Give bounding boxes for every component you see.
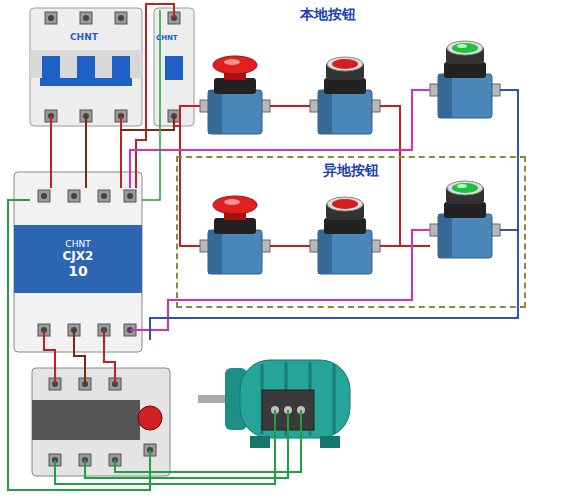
node-text: 10 [68,263,87,279]
remote-buttons [200,181,500,274]
brand-mark: CHNT [156,34,178,42]
brand-mark: CHNT [70,32,98,42]
contactor [14,172,142,352]
node-text: CHNT [65,239,90,249]
node-text: 异地按钮 [178,162,524,180]
node-text: CJX2 [63,249,94,263]
local-buttons [200,41,500,134]
remote-button-region: 异地按钮 [176,156,526,308]
region-label: 本地按钮 [298,6,358,24]
contactor-panel: CHNTCJX210 [14,225,142,293]
wires [8,4,518,490]
three-pole-breaker [30,8,142,126]
